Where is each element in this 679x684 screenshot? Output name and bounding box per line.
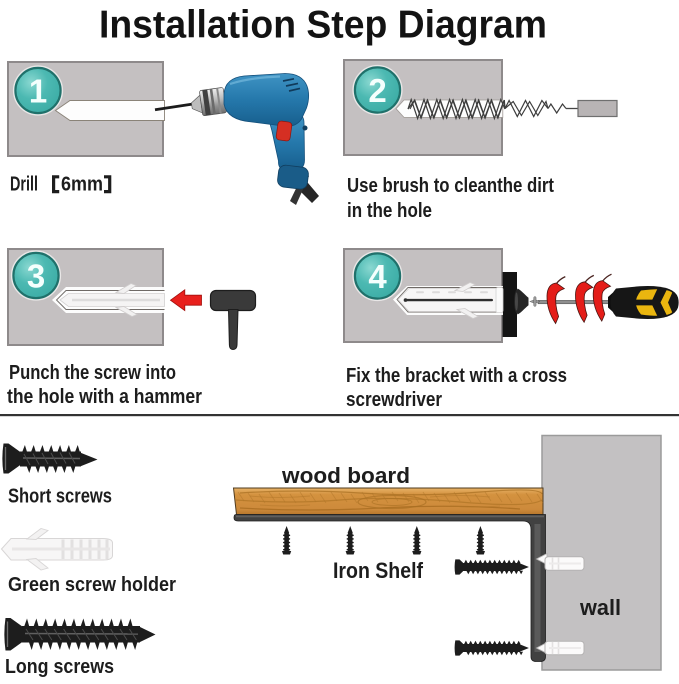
svg-text:the hole with a hammer: the hole with a hammer — [7, 386, 202, 408]
svg-text:1: 1 — [29, 72, 47, 109]
svg-text:Drill: Drill — [10, 174, 38, 196]
svg-text:Green screw holder: Green screw holder — [8, 574, 176, 596]
svg-text:Short screws: Short screws — [8, 486, 112, 508]
svg-text:Fix the bracket with a cross: Fix the bracket with a cross — [346, 365, 567, 387]
svg-text:in the hole: in the hole — [347, 200, 432, 222]
svg-text:4: 4 — [368, 258, 387, 295]
svg-text:Iron Shelf: Iron Shelf — [333, 558, 424, 583]
svg-text:6mm: 6mm — [61, 174, 103, 196]
svg-text:screwdriver: screwdriver — [346, 389, 442, 411]
svg-text:2: 2 — [368, 72, 386, 109]
svg-text:wall: wall — [579, 595, 621, 620]
svg-text:wood board: wood board — [281, 463, 410, 488]
svg-text:Installation Step Diagram: Installation Step Diagram — [99, 4, 547, 47]
svg-text:Long screws: Long screws — [5, 656, 114, 678]
svg-text:3: 3 — [27, 257, 45, 294]
svg-text:Punch the screw into: Punch the screw into — [9, 362, 176, 384]
svg-text:Use brush to cleanthe dirt: Use brush to cleanthe dirt — [347, 175, 554, 197]
